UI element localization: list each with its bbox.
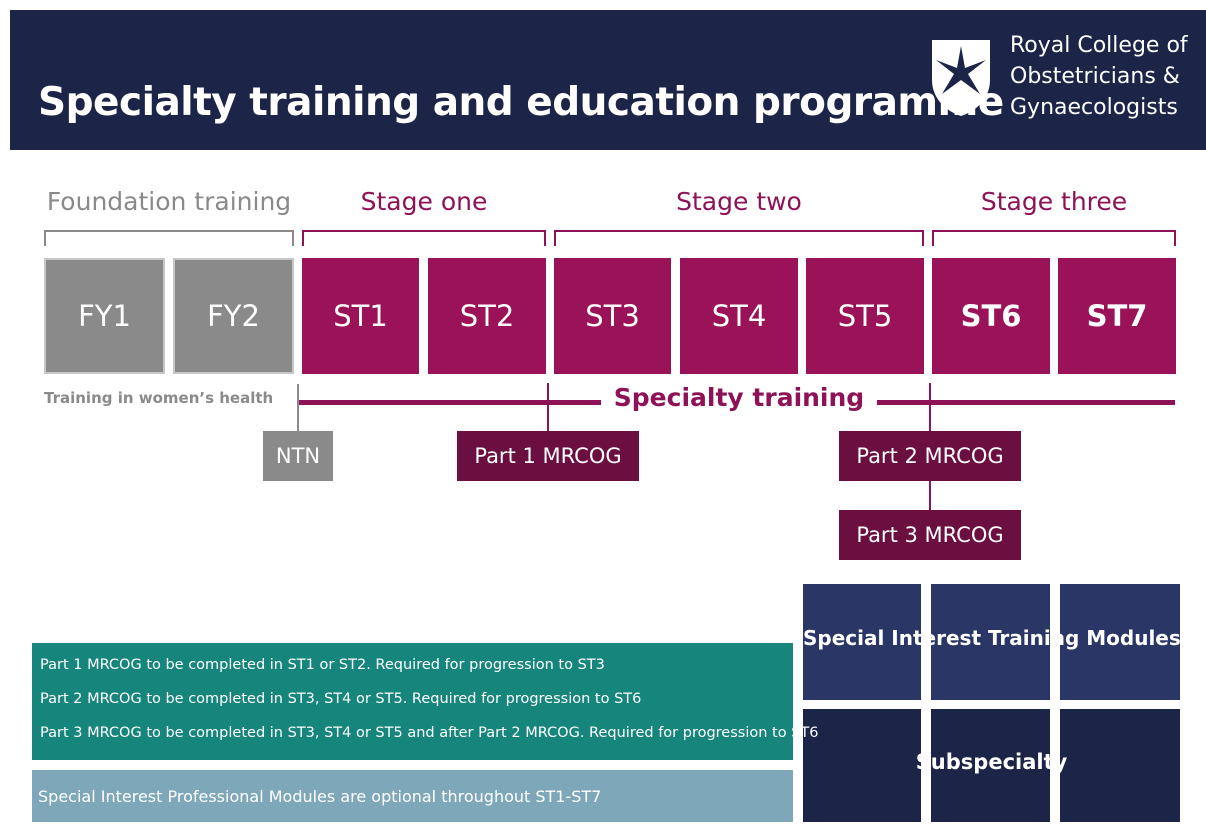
specialty-line-left <box>299 400 601 405</box>
bracket-stage-one <box>302 230 546 246</box>
year-box-st7: ST7 <box>1058 258 1176 374</box>
year-box-st3: ST3 <box>554 258 671 374</box>
part2-connector <box>929 383 931 431</box>
header-banner <box>10 10 1206 150</box>
specialty-line-right <box>877 400 1175 405</box>
part3-connector <box>929 480 931 510</box>
year-box-st4: ST4 <box>680 258 798 374</box>
part1-connector <box>547 383 549 431</box>
subspecialty-label: Subspecialty <box>915 750 1068 774</box>
bracket-foundation <box>44 230 294 246</box>
subspecialty-cell <box>931 709 1050 822</box>
note-part1: Part 1 MRCOG to be completed in ST1 or S… <box>40 657 605 673</box>
ntn-connector <box>297 384 299 432</box>
womens-health-label: Training in women’s health <box>44 389 274 407</box>
part1-mrcog-box: Part 1 MRCOG <box>457 431 639 481</box>
bracket-stage-two <box>554 230 924 246</box>
optional-modules-note: Special Interest Professional Modules ar… <box>38 787 602 806</box>
specialty-training-label: Specialty training <box>613 383 865 412</box>
optional-modules-panel <box>32 770 793 822</box>
sit-module-cell <box>803 584 921 700</box>
org-name-line-2: Obstetricians & <box>1010 64 1180 89</box>
exam-notes-panel <box>32 643 793 760</box>
ntn-box: NTN <box>263 431 333 481</box>
stage-label-foundation: Foundation training <box>46 187 292 216</box>
year-box-st5: ST5 <box>806 258 924 374</box>
sit-module-cell <box>1060 584 1180 700</box>
part3-mrcog-box: Part 3 MRCOG <box>839 510 1021 560</box>
page-title: Specialty training and education program… <box>38 80 1004 125</box>
org-name-line-1: Royal College of <box>1010 33 1188 58</box>
bracket-stage-three <box>932 230 1176 246</box>
star-shield-logo-icon <box>932 40 990 116</box>
note-part2: Part 2 MRCOG to be completed in ST3, ST4… <box>40 691 642 707</box>
subspecialty-cell <box>803 709 921 822</box>
stage-label-two: Stage two <box>676 187 802 216</box>
special-interest-modules-label: Special Interest Training Modules <box>803 626 1181 650</box>
subspecialty-cell <box>1060 709 1180 822</box>
stage-label-one: Stage one <box>360 187 488 216</box>
year-box-st2: ST2 <box>428 258 546 374</box>
year-box-st1: ST1 <box>302 258 419 374</box>
year-box-fy1: FY1 <box>44 258 165 374</box>
sit-module-cell <box>931 584 1050 700</box>
year-box-st6: ST6 <box>932 258 1050 374</box>
stage-label-three: Stage three <box>980 187 1128 216</box>
note-part3: Part 3 MRCOG to be completed in ST3, ST4… <box>40 725 819 741</box>
year-box-fy2: FY2 <box>173 258 294 374</box>
part2-mrcog-box: Part 2 MRCOG <box>839 431 1021 481</box>
org-name-line-3: Gynaecologists <box>1010 95 1178 120</box>
